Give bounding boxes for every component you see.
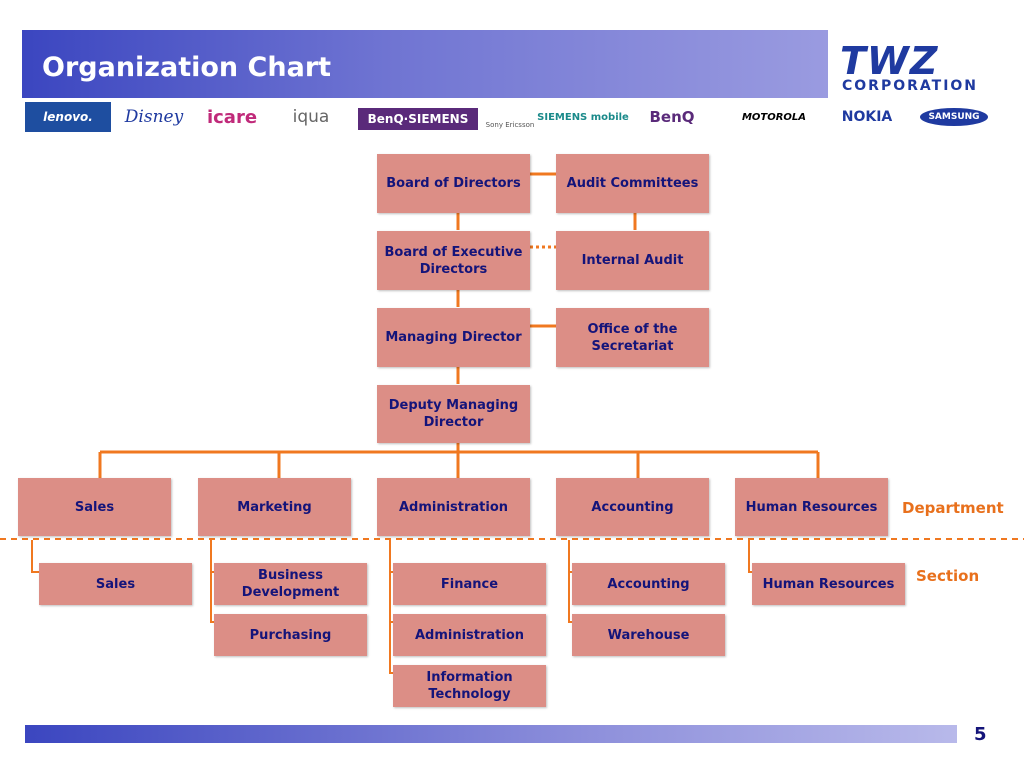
benq-siemens-logo: BenQ·SIEMENS [358, 108, 478, 130]
section-business-development-box: Business Development [214, 563, 367, 605]
siemens-mobile-logo: SIEMENS mobile [537, 111, 629, 123]
department-human-resources-box: Human Resources [735, 478, 888, 536]
deputy-managing-director-box: Deputy Managing Director [377, 385, 530, 443]
department-accounting-box: Accounting [556, 478, 709, 536]
section-administration-box: Administration [393, 614, 546, 656]
section-bracket [210, 540, 214, 623]
nokia-logo: NOKIA [841, 109, 893, 125]
brand-logos-strip: lenovo. Disney icare iqua BenQ·SIEMENS S… [22, 100, 1002, 142]
section-finance-box: Finance [393, 563, 546, 605]
page-number: 5 [974, 724, 987, 745]
twz-corporation-logo: TWZ CORPORATION [838, 42, 1003, 97]
managing-director-box: Managing Director [377, 308, 530, 367]
logo-subtitle: CORPORATION [842, 78, 979, 94]
logo-mark: TWZ [840, 39, 939, 83]
samsung-logo: SAMSUNG [920, 108, 988, 126]
disney-logo: Disney [124, 107, 184, 127]
section-information-technology-box: Information Technology [393, 665, 546, 707]
board-of-executive-directors-box: Board of Executive Directors [377, 231, 530, 290]
section-bracket [389, 540, 393, 674]
page-title: Organization Chart [42, 52, 332, 83]
motorola-logo: MOTOROLA [741, 111, 807, 123]
department-sales-box: Sales [18, 478, 171, 536]
internal-audit-box: Internal Audit [556, 231, 709, 290]
section-bracket [748, 540, 752, 573]
section-purchasing-box: Purchasing [214, 614, 367, 656]
section-bracket [568, 540, 572, 623]
title-bar: Organization Chart [22, 30, 828, 98]
section-bracket [31, 540, 39, 573]
section-sales-box: Sales [39, 563, 192, 605]
iqua-logo: iqua [292, 107, 330, 127]
section-label: Section [916, 567, 980, 585]
section-accounting-box: Accounting [572, 563, 725, 605]
section-warehouse-box: Warehouse [572, 614, 725, 656]
benq-logo: BenQ [649, 108, 695, 126]
office-of-secretariat-box: Office of the Secretariat [556, 308, 709, 367]
department-administration-box: Administration [377, 478, 530, 536]
lenovo-logo: lenovo. [25, 102, 111, 132]
footer-bar [25, 725, 957, 743]
audit-committees-box: Audit Committees [556, 154, 709, 213]
icare-logo: icare [206, 106, 258, 128]
department-label: Department [902, 499, 1004, 517]
sony-ericsson-logo: Sony Ericsson [485, 121, 535, 129]
department-marketing-box: Marketing [198, 478, 351, 536]
board-of-directors-box: Board of Directors [377, 154, 530, 213]
section-human-resources-box: Human Resources [752, 563, 905, 605]
